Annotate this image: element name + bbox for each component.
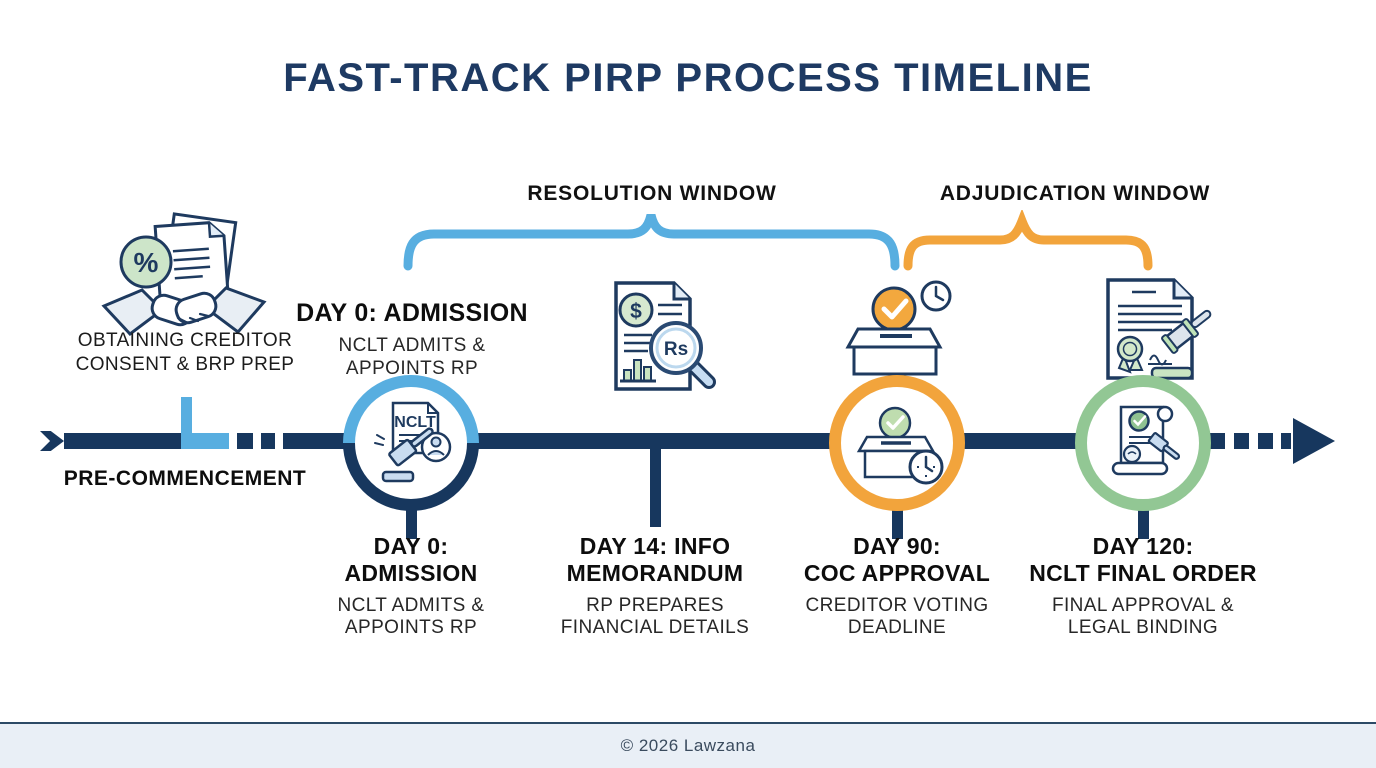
timeline-dash xyxy=(1210,433,1225,449)
ballot-box-icon xyxy=(845,280,952,376)
final-order-document-icon xyxy=(1106,278,1212,380)
day90-ring xyxy=(829,375,965,511)
pre-commencement-label: PRE-COMMENCEMENT xyxy=(63,467,307,490)
day0-callout: DAY 0: ADMISSION NCLT ADMITS & APPOINTS … xyxy=(252,299,572,380)
pre-commencement-caption: OBTAINING CREDITOR CONSENT & BRP PREP xyxy=(75,330,295,375)
timeline-segment-precommencement xyxy=(64,433,183,449)
day120-node xyxy=(1075,375,1211,511)
dollar-icon: $ xyxy=(630,300,642,323)
rupee-label: Rs xyxy=(664,339,688,360)
order-scroll-gavel-icon xyxy=(1111,405,1181,476)
timeline-arrowhead xyxy=(1293,418,1335,464)
percent-icon: % xyxy=(134,247,159,278)
adjudication-window-brace xyxy=(903,210,1153,271)
milestone-label-day0: DAY 0: ADMISSION NCLT ADMITS & APPOINTS … xyxy=(337,533,485,638)
signature-squiggle xyxy=(1148,354,1172,366)
day120-ring xyxy=(1075,375,1211,511)
day0-ring-bottom xyxy=(343,442,479,511)
milestone-label-day120: DAY 120: NCLT FINAL ORDER FINAL APPROVAL… xyxy=(1029,533,1257,638)
ballot-clock-icon xyxy=(856,406,944,485)
timeline-dash xyxy=(237,433,253,449)
timeline-dash xyxy=(1234,433,1249,449)
ribbon-seal-icon xyxy=(1116,335,1144,374)
adjudication-brace-path xyxy=(903,210,1153,271)
commencement-tick xyxy=(181,397,192,449)
vote-coin-icon xyxy=(871,286,917,332)
rs-magnifier-icon: Rs xyxy=(649,321,716,389)
day90-node xyxy=(829,375,965,511)
creditor-consent-handshake-icon: % xyxy=(101,212,267,337)
adjudication-window-label: ADJUDICATION WINDOW xyxy=(939,182,1211,205)
day90-stub xyxy=(892,497,903,539)
timeline-dash xyxy=(1281,433,1291,449)
day14-tick xyxy=(650,449,661,527)
footer-bar: © 2026 Lawzana xyxy=(0,722,1376,768)
resolution-brace-path xyxy=(403,213,900,271)
clasped-hands xyxy=(150,291,218,327)
day120-stub xyxy=(1138,497,1149,539)
resolution-window-brace xyxy=(403,213,900,271)
copyright-text: © 2026 Lawzana xyxy=(620,736,756,755)
page-title: FAST-TRACK PIRP PROCESS TIMELINE xyxy=(283,56,1093,100)
day0-ring-top xyxy=(343,375,479,444)
day0-stub xyxy=(406,497,417,539)
resolution-window-label: RESOLUTION WINDOW xyxy=(527,182,777,205)
nclt-gavel-icon: NCLT xyxy=(374,401,452,483)
nclt-label: NCLT xyxy=(394,414,436,431)
timeline-start-chevron xyxy=(40,431,64,451)
day0-node: NCLT xyxy=(343,375,479,511)
bar-chart-icon xyxy=(620,359,656,383)
milestone-label-day90: DAY 90: COC APPROVAL CREDITOR VOTING DEA… xyxy=(803,533,991,638)
timeline-segment-blue xyxy=(181,433,229,449)
timeline-dash xyxy=(1258,433,1273,449)
milestone-label-day14: DAY 14: INFO MEMORANDUM RP PREPARES FINA… xyxy=(560,533,750,638)
day0-callout-title: DAY 0: ADMISSION xyxy=(296,299,528,327)
timeline-dash xyxy=(261,433,275,449)
gavel-icon xyxy=(1150,309,1212,380)
info-memorandum-document-icon: $ Rs xyxy=(614,281,716,391)
